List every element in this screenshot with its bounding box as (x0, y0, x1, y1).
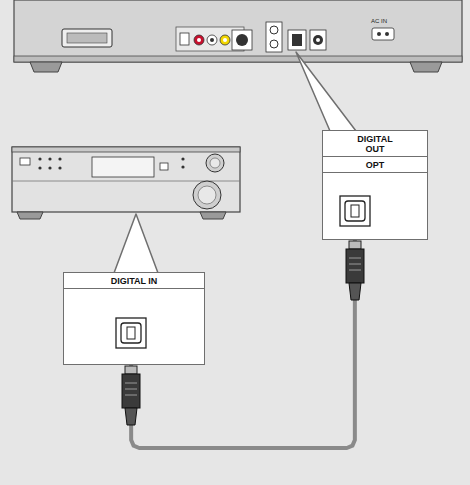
port-label: DIGITAL OUT (323, 131, 427, 157)
text: DIGITAL OUT (350, 134, 400, 154)
optical-plug (346, 241, 364, 300)
callout-box: DIGITAL OUT OPT (322, 130, 428, 240)
callout-pointer (296, 52, 356, 131)
port-label: DIGITAL IN (64, 273, 204, 289)
text: DIGITAL IN (111, 276, 158, 286)
port-type: OPT (323, 157, 427, 173)
callout-pointer (114, 214, 158, 273)
connector-label: AC IN (371, 18, 387, 25)
av-receiver (12, 147, 240, 219)
callout-fill (322, 130, 428, 240)
player-rear-panel (14, 0, 462, 72)
callout-box: DIGITAL IN (63, 272, 205, 365)
optical-socket (340, 196, 370, 226)
callout-fill (63, 272, 205, 365)
text: OPT (366, 160, 385, 170)
optical-plug (122, 366, 140, 425)
optical-socket (116, 318, 146, 348)
